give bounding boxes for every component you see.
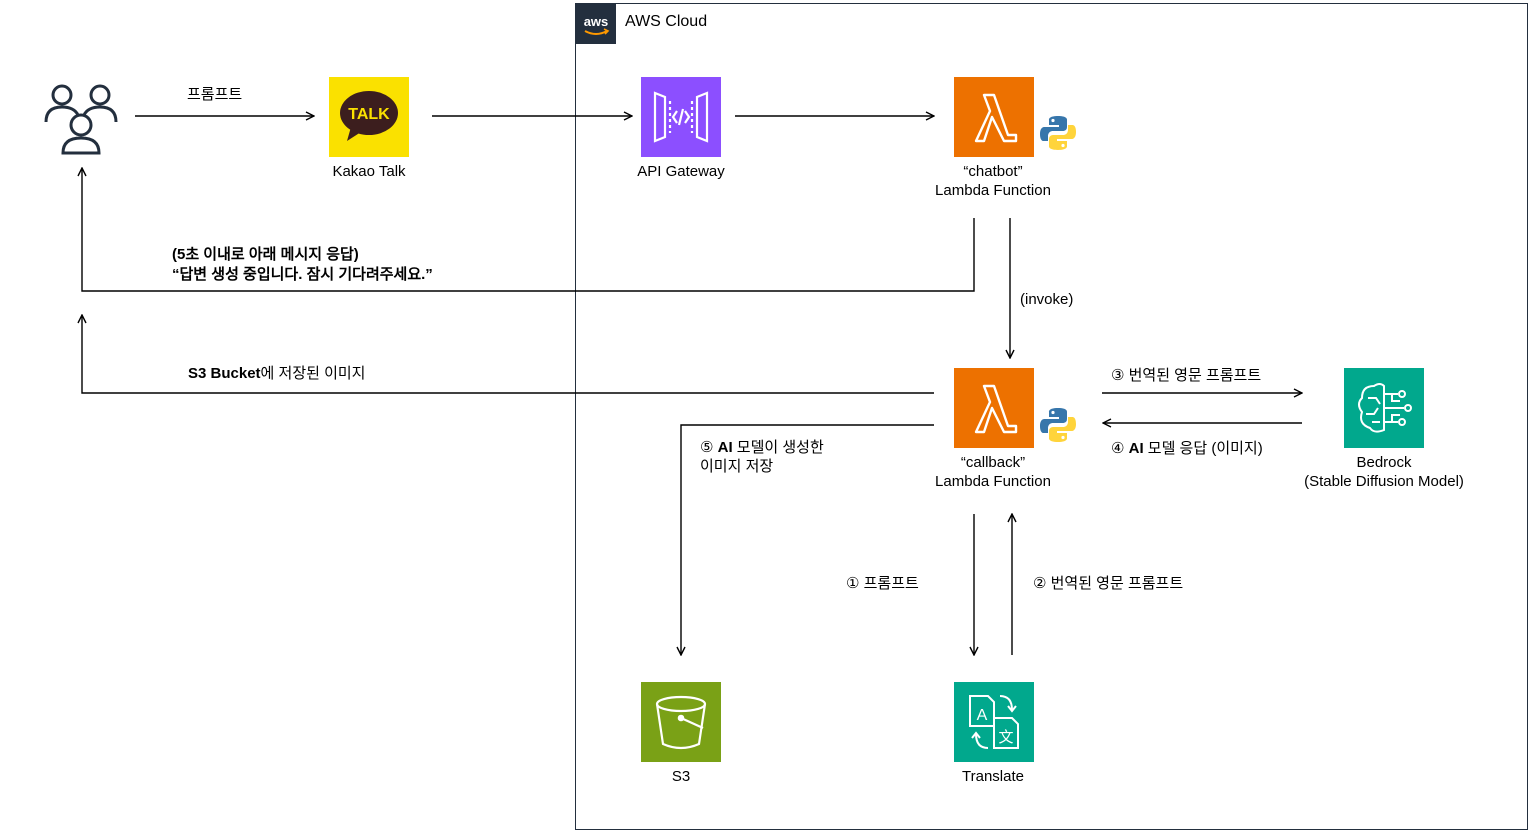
aws-cloud-label: AWS Cloud bbox=[625, 13, 708, 30]
s3-icon bbox=[641, 682, 721, 762]
step4-prefix: ④ bbox=[1111, 440, 1129, 457]
edge-callback-users bbox=[82, 315, 934, 394]
step5-ai: AI bbox=[717, 439, 733, 456]
svg-text:A: A bbox=[977, 707, 988, 724]
edge-label-step5-line2: 이미지 저장 bbox=[700, 458, 774, 475]
translate-label: Translate bbox=[962, 768, 1024, 785]
aws-logo-icon: aws bbox=[576, 4, 616, 44]
step4-ai: AI bbox=[1128, 440, 1144, 457]
bedrock-name: Bedrock bbox=[1356, 454, 1412, 471]
edge-label-step4: ④ AI 모델 응답 (이미지) bbox=[1111, 439, 1263, 458]
step5-rest: 모델이 생성한 bbox=[732, 439, 824, 456]
edge-label-invoke: (invoke) bbox=[1020, 291, 1074, 308]
kakao-talk-label: Kakao Talk bbox=[332, 163, 406, 180]
kakao-badge-text: TALK bbox=[348, 106, 390, 123]
callback-lambda-name: “callback” bbox=[960, 454, 1026, 471]
api-gateway-icon bbox=[641, 77, 721, 157]
svg-text:文: 文 bbox=[998, 728, 1013, 746]
edge-callback-s3 bbox=[681, 424, 934, 655]
aws-logo-text: aws bbox=[584, 14, 609, 29]
bedrock-model: (Stable Diffusion Model) bbox=[1304, 473, 1464, 490]
edge-label-step3: ③ 번역된 영문 프롬프트 bbox=[1111, 367, 1262, 384]
s3-label: S3 bbox=[671, 768, 691, 785]
edge-label-step5: ⑤ AI 모델이 생성한 bbox=[700, 438, 824, 457]
bedrock-icon bbox=[1344, 368, 1424, 448]
translate-icon: A 文 bbox=[954, 682, 1034, 762]
chatbot-lambda-icon bbox=[954, 77, 1034, 157]
python-icon bbox=[1038, 113, 1078, 153]
step5-prefix: ⑤ bbox=[700, 439, 718, 456]
edge-chatbot-users bbox=[82, 168, 975, 292]
callback-lambda-icon bbox=[954, 368, 1034, 448]
chatbot-lambda-label: “chatbot” Lambda Function bbox=[935, 162, 1051, 200]
callback-lambda-type: Lambda Function bbox=[935, 473, 1051, 490]
python-icon bbox=[1038, 405, 1078, 445]
edge-label-reply-line1: (5초 이내로 아래 메시지 응답) bbox=[172, 246, 359, 263]
bedrock-label: Bedrock (Stable Diffusion Model) bbox=[1304, 453, 1464, 491]
step4-rest: 모델 응답 (이미지) bbox=[1143, 440, 1263, 457]
edge-label-s3-image-rest: 에 저장된 이미지 bbox=[260, 365, 366, 382]
aws-cloud-group: aws bbox=[575, 3, 1528, 830]
chatbot-lambda-name: “chatbot” bbox=[963, 163, 1023, 180]
callback-lambda-label: “callback” Lambda Function bbox=[935, 453, 1051, 491]
edge-label-reply-line2: “답변 생성 중입니다. 잠시 기다려주세요.” bbox=[172, 266, 433, 283]
api-gateway-label: API Gateway bbox=[637, 163, 725, 180]
edge-label-prompt: 프롬프트 bbox=[187, 86, 243, 103]
kakao-talk-icon: TALK bbox=[329, 77, 409, 157]
users-icon bbox=[40, 77, 124, 157]
edge-label-s3-image: S3 Bucket에 저장된 이미지 bbox=[188, 364, 365, 383]
edge-label-step2: ② 번역된 영문 프롬프트 bbox=[1033, 575, 1184, 592]
edge-label-step1: ① 프롬프트 bbox=[846, 575, 919, 592]
chatbot-lambda-type: Lambda Function bbox=[935, 182, 1051, 199]
edge-label-s3-bucket: S3 Bucket bbox=[188, 365, 261, 382]
